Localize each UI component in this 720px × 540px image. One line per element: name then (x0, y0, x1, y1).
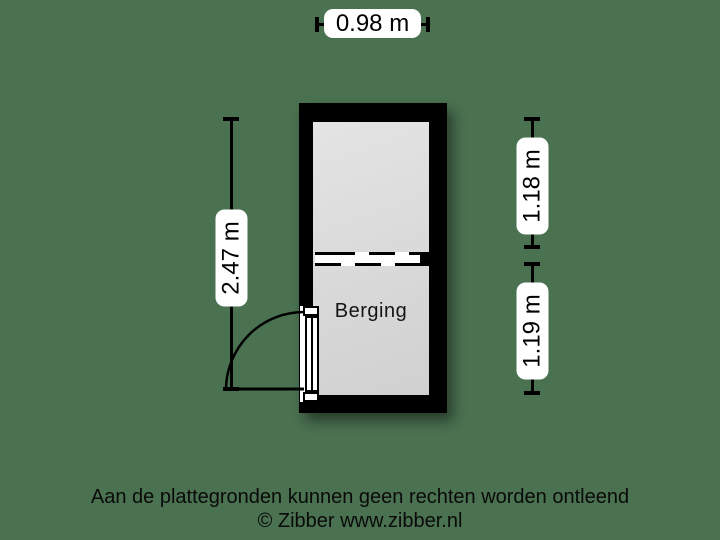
dim-label-right-lower: 1.19 m (516, 282, 549, 380)
dim-tick-right-upper-top (524, 117, 540, 121)
dim-label-right-upper: 1.18 m (516, 137, 549, 235)
partition-dash-top (315, 252, 421, 255)
dim-label-left-height: 2.47 m (215, 209, 248, 307)
dim-tick-left-bottom (223, 387, 239, 391)
door-leaf (305, 316, 319, 392)
dim-tick-right-upper-bottom (524, 245, 540, 249)
copyright-text: © Zibber www.zibber.nl (257, 510, 463, 532)
dim-tick-top-right (426, 17, 430, 32)
partition-dash-bottom (315, 263, 421, 266)
dim-tick-top-left (315, 17, 319, 32)
dim-tick-left-top (223, 117, 239, 121)
disclaimer-text: Aan de plattegronden kunnen geen rechten… (90, 486, 630, 508)
room-name-label: Berging (334, 300, 408, 322)
dim-tick-right-lower-top (524, 262, 540, 266)
dim-label-top-width: 0.98 m (324, 9, 421, 38)
doorway-jamb-bottom (303, 392, 319, 402)
partition-dashed-band (315, 252, 421, 266)
partition-wall-stub (420, 252, 430, 266)
dim-tick-right-lower-bottom (524, 391, 540, 395)
door-swing-arc-icon (224, 310, 305, 391)
